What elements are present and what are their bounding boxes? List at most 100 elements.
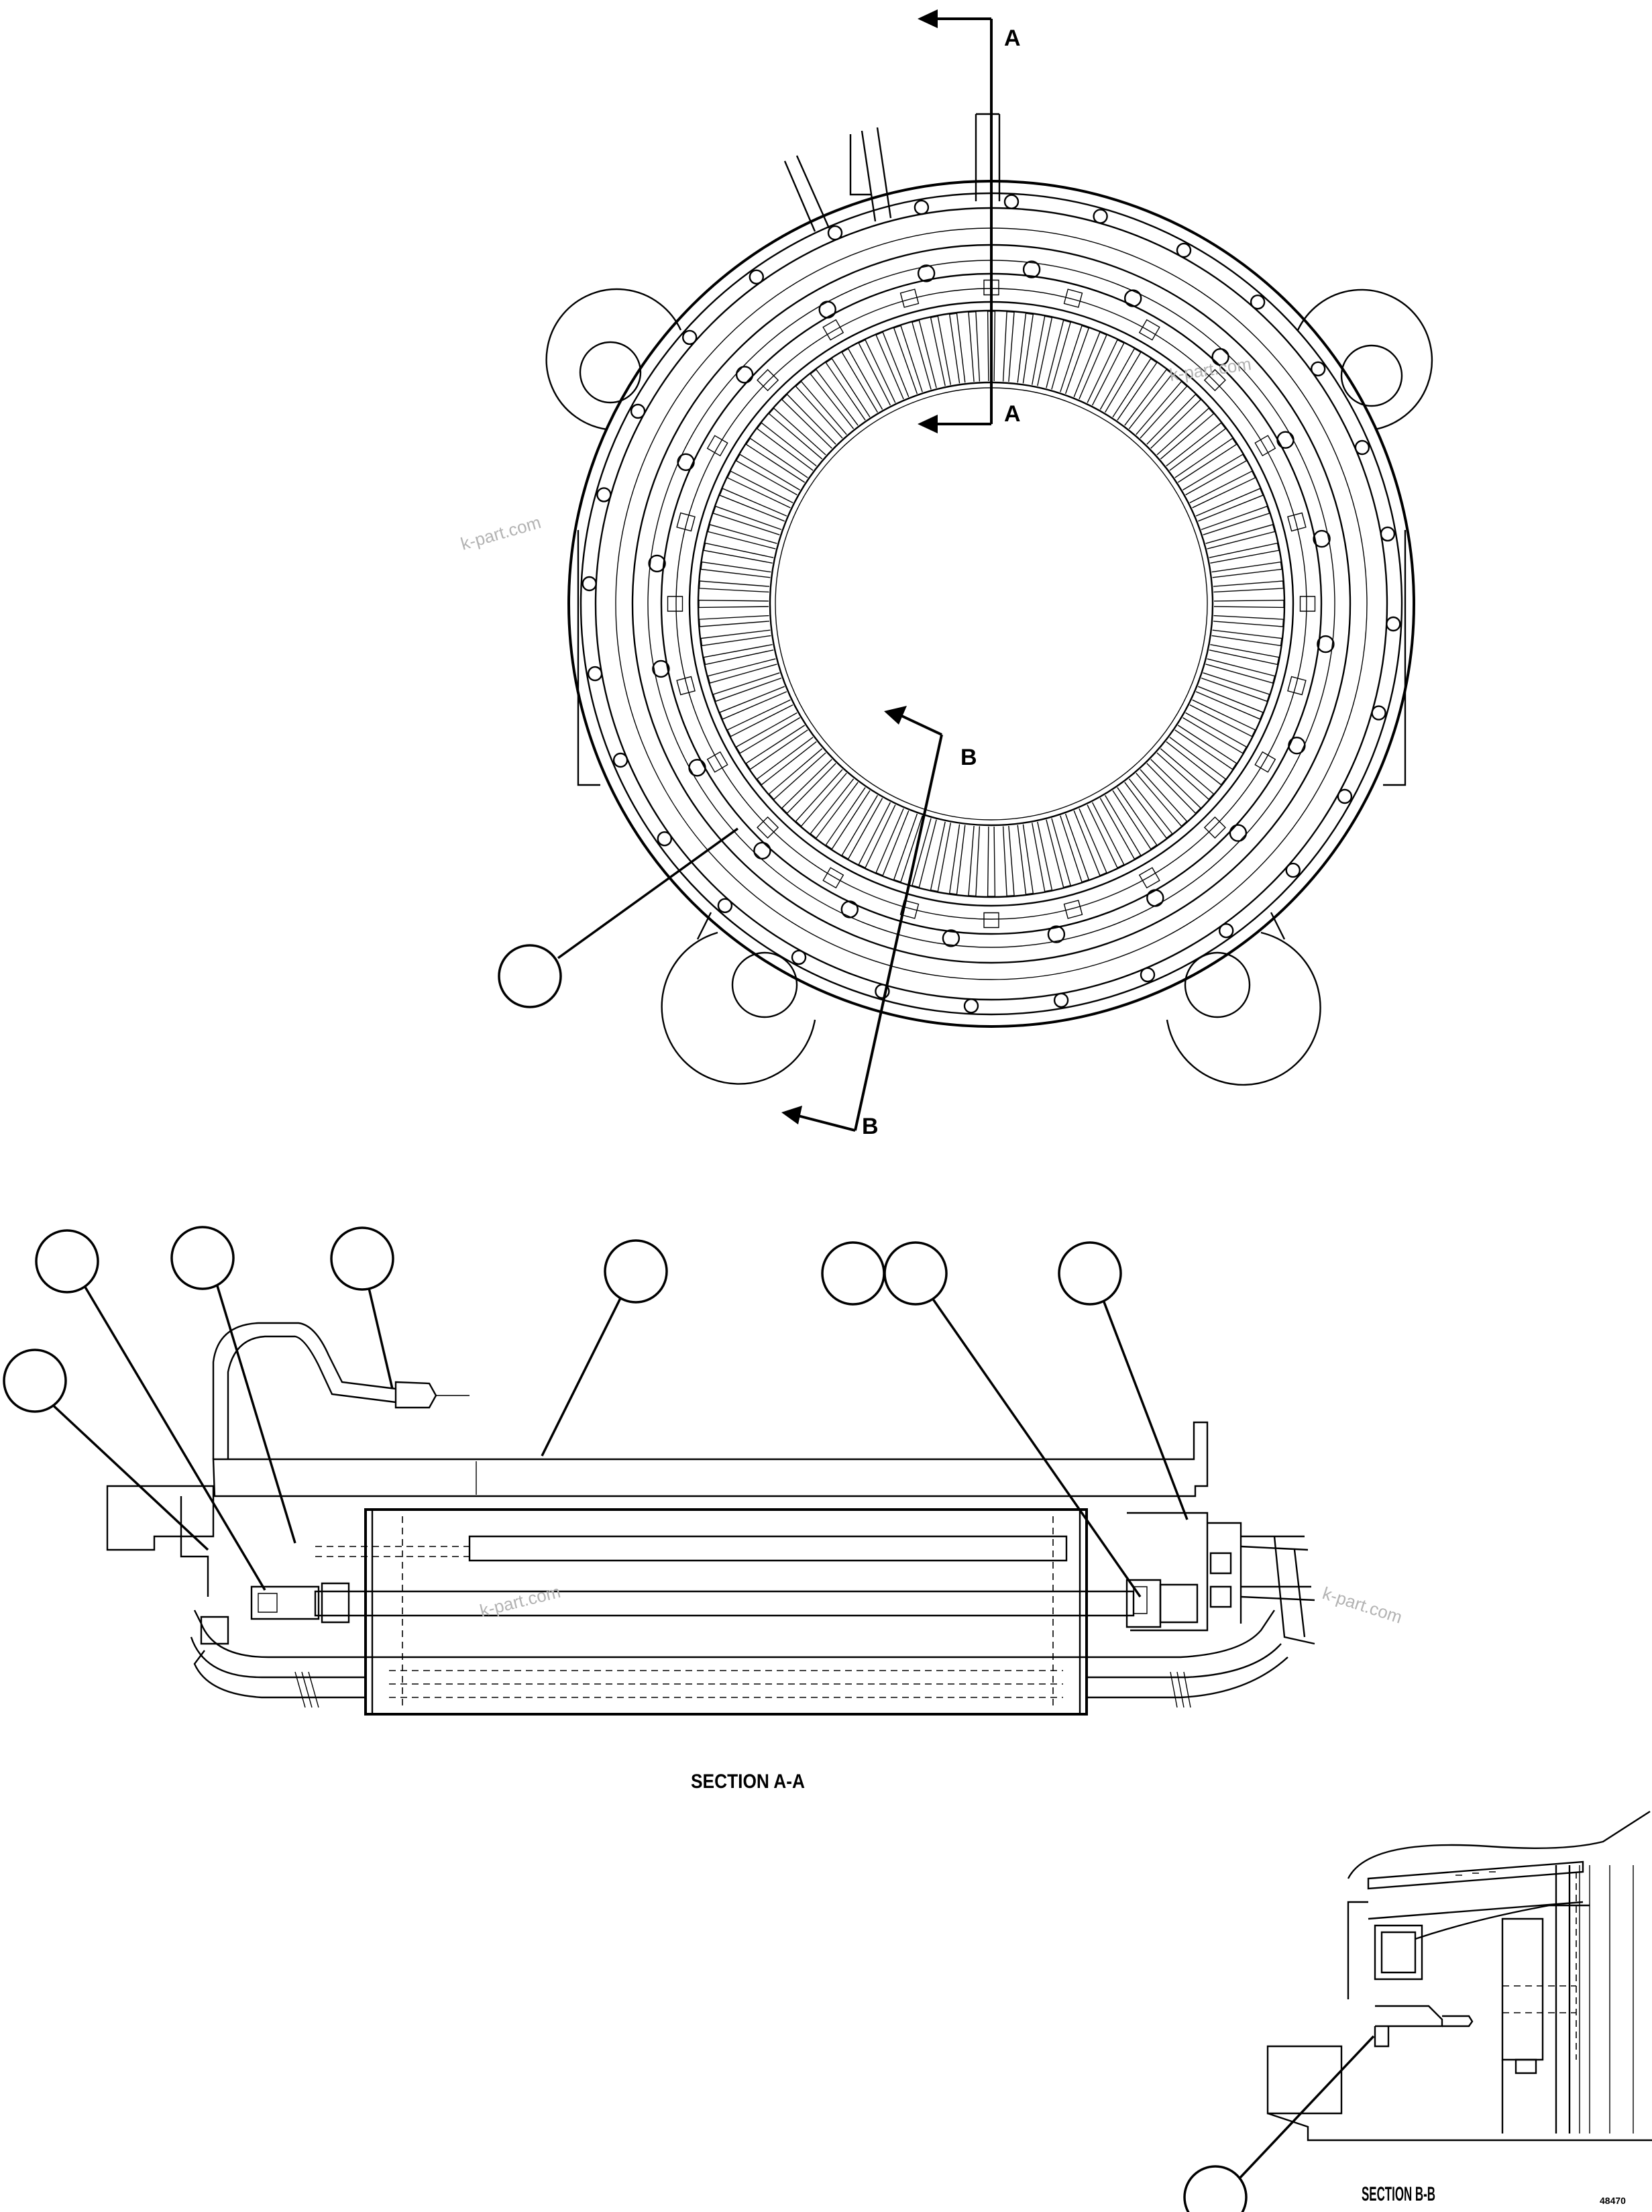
callout-bubbles-section-aa xyxy=(4,1227,1187,1597)
stator-slot xyxy=(713,507,781,535)
bolt-hole xyxy=(792,951,806,964)
winding-clip xyxy=(668,596,683,611)
bolt-hole xyxy=(588,667,602,680)
stator-slot xyxy=(1157,409,1214,460)
stator-slot xyxy=(1060,325,1089,394)
drawing-number: 48470 xyxy=(1600,2195,1626,2206)
housing-bolt-holes xyxy=(583,195,1400,1013)
stator-slot xyxy=(1196,686,1263,719)
winding-clip xyxy=(1301,596,1315,611)
bolt-hole xyxy=(1054,994,1068,1007)
stator-slot xyxy=(1190,471,1256,508)
stator-slot xyxy=(1100,795,1140,859)
inner-bolt xyxy=(690,759,706,776)
section-a-top-mark: A xyxy=(1004,25,1021,51)
stator-slot xyxy=(1212,630,1282,645)
stator-slot xyxy=(1125,370,1172,429)
winding-clip xyxy=(823,867,843,888)
bolt-hole xyxy=(750,270,763,284)
winding-clip xyxy=(1064,289,1083,307)
stator-slot xyxy=(1136,382,1187,439)
stator-slot xyxy=(912,819,936,888)
inner-bolt xyxy=(1125,291,1141,307)
section-bb-view: SECTION B-B 48470 xyxy=(1185,1811,1652,2212)
inner-bolt xyxy=(1278,432,1294,448)
stator-slot xyxy=(728,471,793,508)
stator-slot xyxy=(1196,488,1263,521)
stator-slot xyxy=(720,488,787,521)
section-aa-view: SECTION A-A xyxy=(4,1227,1315,1793)
stator-slot xyxy=(1166,423,1225,470)
stator-slot xyxy=(950,825,965,894)
watermark-top-right: k-part.com xyxy=(1168,354,1253,385)
stator-slot xyxy=(1113,359,1157,421)
bolt-hole xyxy=(614,753,627,767)
winding-clip xyxy=(1064,900,1083,918)
inner-bolt xyxy=(1314,531,1330,547)
stator-slot xyxy=(950,313,965,383)
bolt-hole xyxy=(583,577,596,590)
bolt-hole xyxy=(965,999,978,1012)
stator-slot xyxy=(704,645,773,665)
stator-slot xyxy=(1201,507,1270,535)
stator-slot xyxy=(1166,737,1225,785)
bolt-hole xyxy=(1005,195,1018,209)
stator-slot xyxy=(757,423,816,470)
watermark-middle-right: k-part.com xyxy=(1320,1583,1405,1627)
stator-slot xyxy=(1136,770,1187,827)
stator-slot xyxy=(1214,600,1284,608)
stator-slot xyxy=(1003,312,1014,382)
mounting-ears xyxy=(547,289,1432,1085)
stator-slot xyxy=(1032,316,1052,386)
stator-slot xyxy=(826,788,870,849)
bolt-hole xyxy=(1356,441,1369,454)
bolt-hole xyxy=(1251,295,1264,309)
stator-slot xyxy=(1074,808,1107,876)
stator-slot xyxy=(708,659,777,683)
stator-slot xyxy=(699,600,769,608)
winding-clip xyxy=(677,677,695,695)
winding-clip xyxy=(1140,867,1160,888)
section-b-bottom-mark: B xyxy=(862,1114,879,1139)
section-a-cut-line xyxy=(918,9,991,433)
stator-slot xyxy=(842,795,882,859)
stator-slot xyxy=(1032,822,1052,892)
housing-side-flats xyxy=(578,530,1405,939)
winding-clip xyxy=(757,817,778,838)
stator-slot xyxy=(782,394,836,448)
stator-slot xyxy=(1213,616,1283,627)
stator-slot xyxy=(1175,725,1237,770)
stator-slot xyxy=(1017,825,1033,894)
winding-clips xyxy=(668,280,1315,928)
winding-clip xyxy=(1140,320,1160,340)
stator-slot xyxy=(859,802,895,868)
section-bb-caption: SECTION B-B xyxy=(1362,2183,1435,2205)
stator-slot xyxy=(1060,814,1089,882)
bolt-hole xyxy=(718,899,732,912)
stator-slot xyxy=(701,630,771,645)
inner-bolt xyxy=(943,930,959,946)
bolt-hole xyxy=(828,226,842,240)
bolt-hole xyxy=(1381,527,1394,541)
winding-clip xyxy=(708,752,728,772)
stator-slot xyxy=(1209,543,1279,564)
section-a-bottom-mark: A xyxy=(1004,401,1021,427)
stator-slot xyxy=(708,525,777,549)
winding-clip xyxy=(1205,817,1225,838)
stator-slot xyxy=(769,409,826,460)
inner-bolt xyxy=(1213,349,1229,365)
winding-clip xyxy=(901,900,919,918)
bolt-hole xyxy=(875,985,889,998)
bolt-hole xyxy=(658,832,671,845)
winding-clip xyxy=(1205,370,1225,390)
inner-bolt xyxy=(1024,262,1040,278)
stator-slot-teeth xyxy=(699,311,1284,896)
stator-slot xyxy=(1157,749,1214,800)
stator-slot xyxy=(1175,438,1237,482)
stator-slot xyxy=(894,814,923,882)
winding-clip xyxy=(708,435,728,456)
winding-clip xyxy=(677,513,695,531)
inner-bolt xyxy=(653,661,669,677)
inner-bolt xyxy=(1147,890,1163,906)
